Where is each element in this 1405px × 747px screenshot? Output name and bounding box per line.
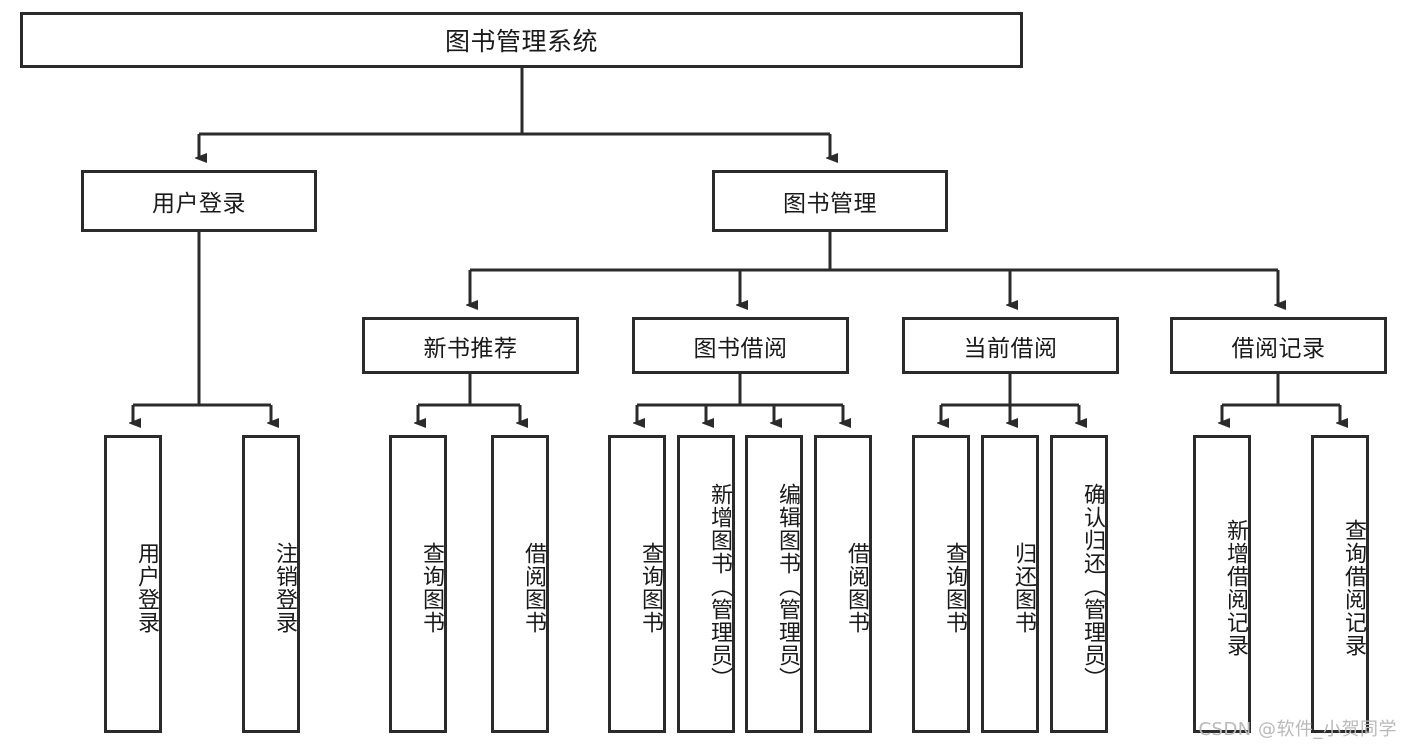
watermark-text: CSDN @软件_小贺同学 xyxy=(1198,719,1397,740)
leaf-label: 查询图书 xyxy=(942,542,967,634)
node-book-borrow[interactable]: 图书借阅 xyxy=(632,317,849,374)
leaf-label: 用户登录 xyxy=(134,542,159,634)
leaf-user-login[interactable]: 用户登录 xyxy=(104,435,162,733)
leaf-label: 查询借阅记录 xyxy=(1341,519,1366,657)
leaf-add-borrow-record[interactable]: 新增借阅记录 xyxy=(1193,435,1251,733)
leaf-query-borrow-record[interactable]: 查询借阅记录 xyxy=(1311,435,1369,733)
leaf-label: 新增图书（管理员） xyxy=(707,482,732,690)
leaf-query-book-borrow[interactable]: 查询图书 xyxy=(608,435,666,733)
leaf-label: 查询图书 xyxy=(419,542,444,634)
leaf-label: 编辑图书（管理员） xyxy=(775,482,800,690)
leaf-label: 借阅图书 xyxy=(521,542,546,634)
leaf-borrow-book-recommend[interactable]: 借阅图书 xyxy=(491,435,549,733)
node-user-login[interactable]: 用户登录 xyxy=(81,170,317,232)
leaf-label: 查询图书 xyxy=(638,542,663,634)
leaf-label: 确认归还（管理员） xyxy=(1080,482,1105,690)
leaf-logout-login[interactable]: 注销登录 xyxy=(242,435,300,733)
node-book-management-system[interactable]: 图书管理系统 xyxy=(20,12,1023,68)
leaf-label: 归还图书 xyxy=(1011,542,1036,634)
leaf-label: 注销登录 xyxy=(272,542,297,634)
leaf-borrow-book[interactable]: 借阅图书 xyxy=(814,435,872,733)
leaf-query-book-recommend[interactable]: 查询图书 xyxy=(389,435,447,733)
node-borrow-record[interactable]: 借阅记录 xyxy=(1170,317,1387,374)
node-current-borrow[interactable]: 当前借阅 xyxy=(902,317,1119,374)
leaf-label: 新增借阅记录 xyxy=(1223,519,1248,657)
leaf-add-book[interactable]: 新增图书（管理员） xyxy=(677,435,735,733)
leaf-return-book[interactable]: 归还图书 xyxy=(981,435,1039,733)
leaf-query-book-current[interactable]: 查询图书 xyxy=(912,435,970,733)
leaf-label: 借阅图书 xyxy=(844,542,869,634)
leaf-confirm-return[interactable]: 确认归还（管理员） xyxy=(1050,435,1108,733)
node-new-book-recommend[interactable]: 新书推荐 xyxy=(362,317,579,374)
node-book-management[interactable]: 图书管理 xyxy=(712,170,948,232)
leaf-edit-book[interactable]: 编辑图书（管理员） xyxy=(745,435,803,733)
